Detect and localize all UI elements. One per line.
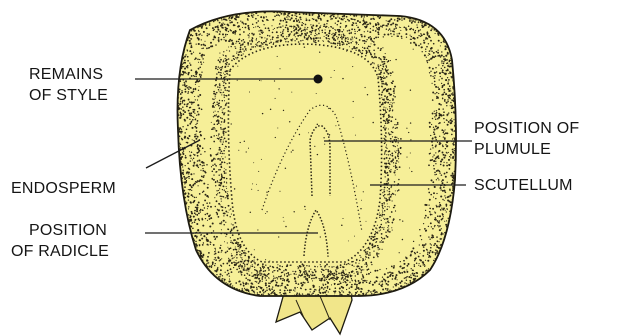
label-scutellum-line-1: SCUTELLUM [474,175,573,196]
label-scutellum: SCUTELLUM [474,175,573,196]
label-position-of-plumule: POSITION OF PLUMULE [474,118,579,160]
label-plumule-line-2: PLUMULE [474,139,579,160]
label-remains-line-1: REMAINS [29,64,108,85]
label-endosperm: ENDOSPERM [11,178,116,199]
label-radicle-line-1: POSITION [11,220,109,241]
label-radicle-line-2: OF RADICLE [11,241,109,262]
style-remains-dot [314,75,323,84]
label-endosperm-line-1: ENDOSPERM [11,178,116,199]
label-remains-line-2: OF STYLE [29,85,108,106]
label-position-of-radicle: POSITION OF RADICLE [11,220,109,262]
label-plumule-line-1: POSITION OF [474,118,579,139]
kernel-outline [178,11,457,296]
label-remains-of-style: REMAINS OF STYLE [29,64,108,106]
